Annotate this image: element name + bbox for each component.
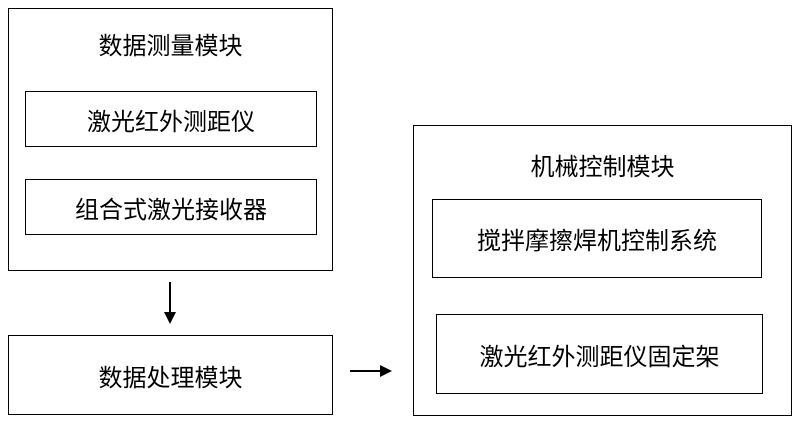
rangefinder-fixture-box: 激光红外测距仪固定架 — [436, 314, 763, 394]
data-processing-module: 数据处理模块 — [8, 335, 333, 415]
combined-laser-receiver-box: 组合式激光接收器 — [25, 179, 317, 235]
down-arrow-icon — [164, 282, 176, 324]
mechanical-control-module-title: 机械控制模块 — [530, 153, 675, 181]
data-measurement-module-title: 数据测量模块 — [98, 32, 243, 60]
laser-infrared-rangefinder-box: 激光红外测距仪 — [25, 91, 317, 147]
mechanical-control-module: 机械控制模块 搅拌摩擦焊机控制系统 激光红外测距仪固定架 — [413, 125, 792, 416]
friction-stir-welder-control-system-box: 搅拌摩擦焊机控制系统 — [432, 199, 762, 278]
data-processing-module-title: 数据处理模块 — [98, 363, 243, 392]
right-arrow-icon — [350, 365, 392, 377]
data-measurement-module: 数据测量模块 激光红外测距仪 组合式激光接收器 — [8, 8, 333, 271]
